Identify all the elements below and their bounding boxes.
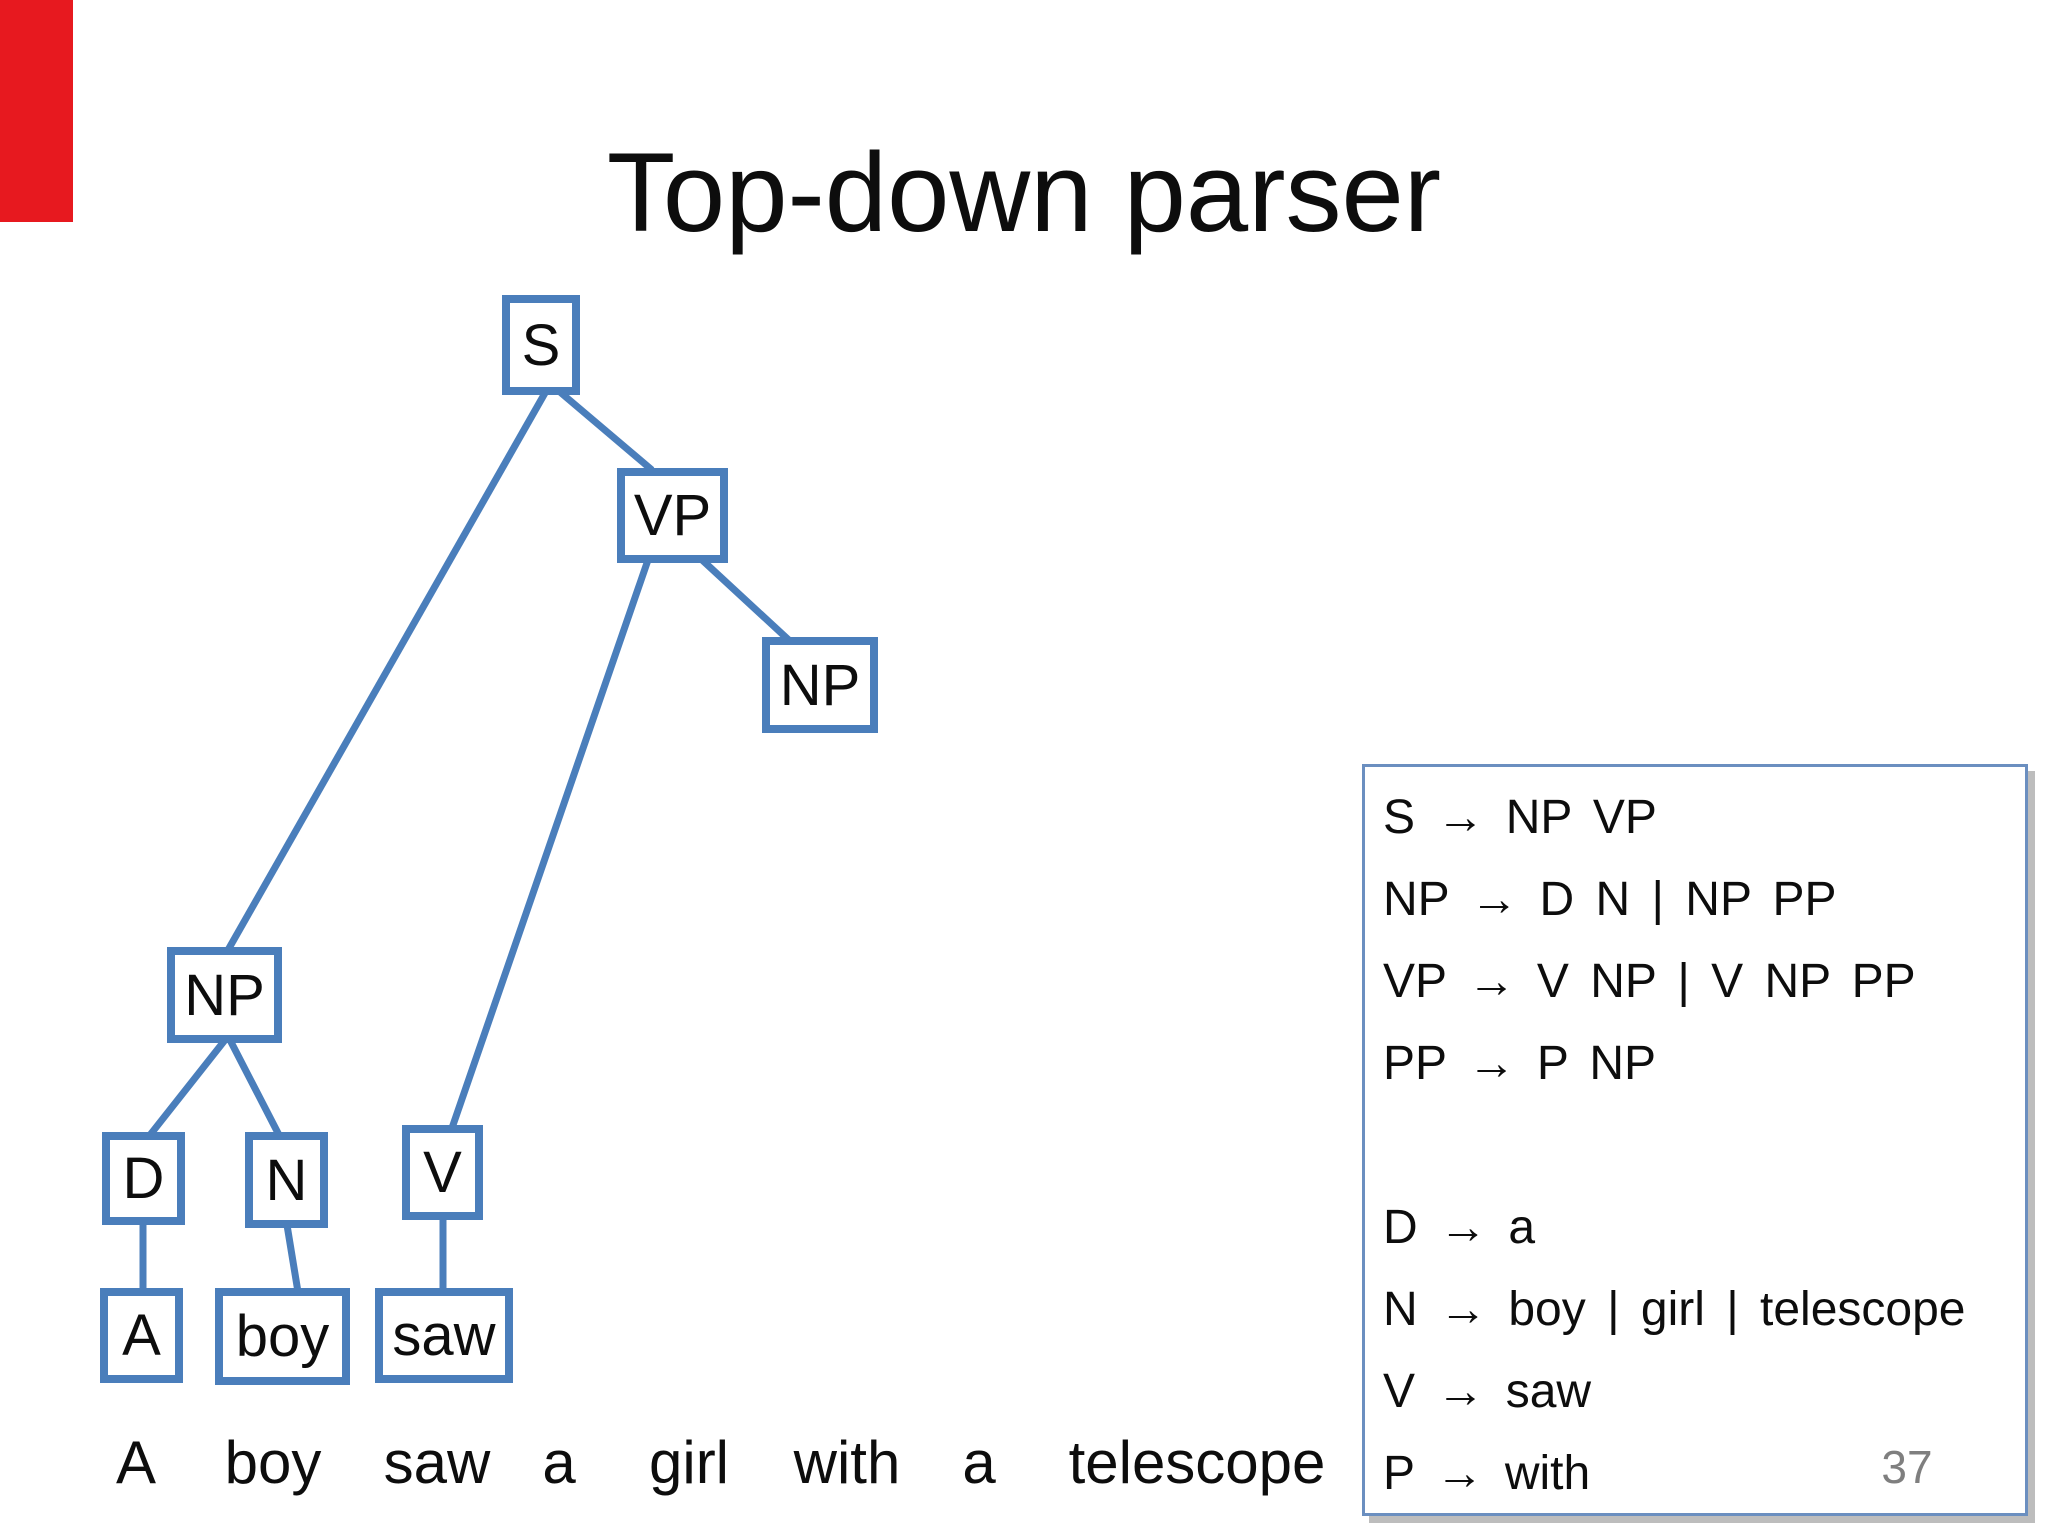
tree-leaf-a: A xyxy=(100,1288,183,1383)
grammar-rule-np: NP → D N | NP PP xyxy=(1383,873,1837,926)
grammar-rule-d: D → a xyxy=(1383,1201,1536,1254)
sentence-word-a2: a xyxy=(542,1429,576,1496)
tree-node-d: D xyxy=(102,1132,185,1225)
tree-node-v: V xyxy=(402,1125,483,1220)
sentence-word-a1: A xyxy=(115,1429,157,1496)
grammar-rule-s: S → NP VP xyxy=(1383,791,1657,844)
page-number: 37 xyxy=(1881,1441,1933,1493)
tree-edge-np-n xyxy=(226,1038,283,1137)
tree-edge-s-vp xyxy=(557,389,655,473)
tree-edge-vp-v xyxy=(448,558,652,1130)
tree-edge-n-boy xyxy=(283,1224,302,1293)
sentence-word-telescope: telescope xyxy=(1068,1429,1326,1496)
tree-edge-np-d xyxy=(147,1037,228,1138)
grammar-rule-pp: PP → P NP xyxy=(1383,1037,1656,1090)
sentence-word-a3: a xyxy=(962,1429,996,1496)
tree-node-n: N xyxy=(245,1132,328,1228)
sentence-word-saw: saw xyxy=(383,1429,491,1496)
grammar-rule-v: V → saw xyxy=(1383,1365,1592,1418)
grammar-rule-blank xyxy=(1383,1105,2025,1187)
tree-leaf-boy: boy xyxy=(215,1288,350,1385)
grammar-rule-vp: VP → V NP | V NP PP xyxy=(1383,955,1916,1008)
grammar-rule-n: N → boy | girl | telescope xyxy=(1383,1283,1966,1336)
grammar-rules-box: S → NP VP NP → D N | NP PP VP → V NP | V… xyxy=(1362,764,2028,1516)
tree-node-vp: VP xyxy=(617,468,728,563)
red-accent-bar xyxy=(0,0,73,222)
slide-title: Top-down parser xyxy=(606,130,1442,255)
tree-node-np-object: NP xyxy=(762,637,878,733)
tree-node-s: S xyxy=(502,295,580,395)
sentence-word-with: with xyxy=(793,1429,901,1496)
sentence-word-girl: girl xyxy=(648,1429,730,1496)
sentence-word-boy: boy xyxy=(224,1429,322,1496)
tree-leaf-saw: saw xyxy=(375,1288,513,1383)
tree-node-np-subject: NP xyxy=(167,947,282,1043)
tree-edge-s-np xyxy=(224,391,549,952)
grammar-rule-p: P → with xyxy=(1383,1447,1591,1500)
tree-edge-vp-np xyxy=(697,555,795,646)
